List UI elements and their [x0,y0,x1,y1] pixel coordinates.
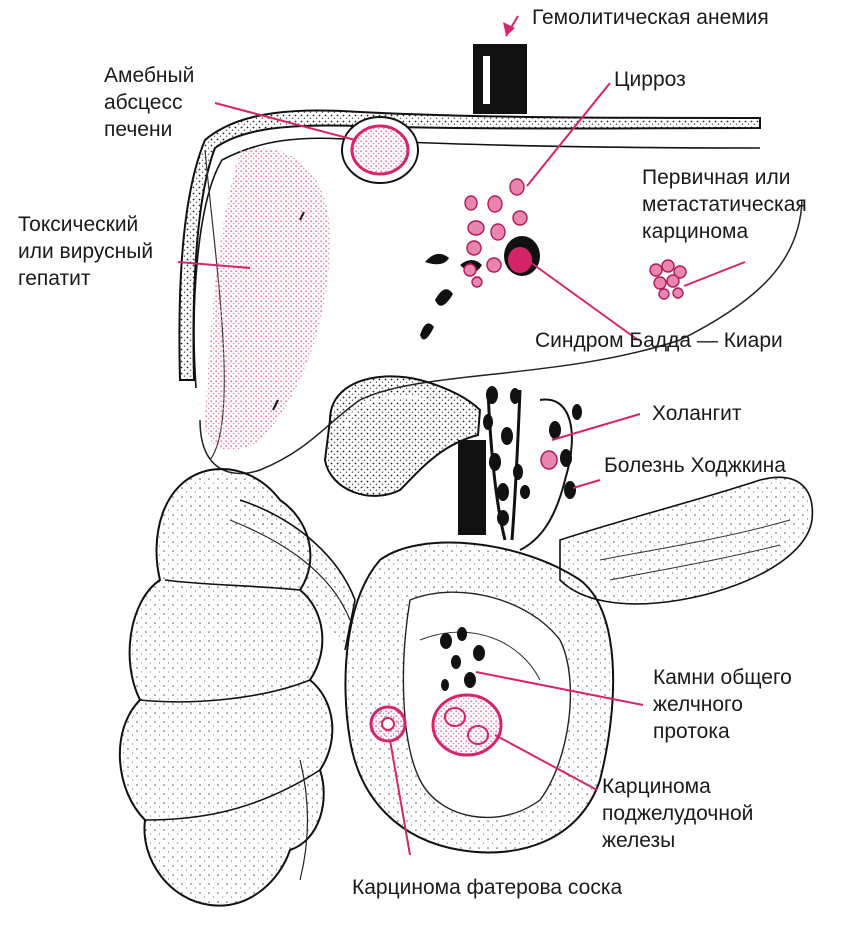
label-line: протока [653,718,792,745]
label-cbd-stones: Камни общего желчного протока [653,664,792,745]
leader-carcinoma [684,262,745,286]
label-primary-carcinoma: Первичная или метастатическая карцинома [642,164,807,245]
label-line: поджелудочной [602,800,753,827]
gallbladder [325,376,480,495]
hepatic-vein [504,236,540,276]
label-line: Камни общего [653,664,792,691]
leader-cirrhosis [527,83,610,186]
label-line: метастатическая [642,191,807,218]
leader-cholangitis [552,414,640,440]
label-line: Холангит [652,400,742,427]
label-line: абсцесс [104,89,194,116]
label-line: Синдром Бадда — Киари [535,327,783,354]
label-line: карцинома [642,218,807,245]
label-line: Карцинома [602,773,753,800]
label-hemolytic-anemia: Гемолитическая анемия [532,4,769,31]
amoebic-abscess [342,117,418,183]
label-cirrhosis: Цирроз [614,66,686,93]
label-budd-chiari: Синдром Бадда — Киари [535,327,783,354]
label-line: Гемолитическая анемия [532,4,769,31]
pancreatic-tumor [433,695,501,755]
colon [120,469,355,906]
label-line: Цирроз [614,66,686,93]
hepatitis-region [205,148,330,450]
label-line: или вирусный [18,238,153,265]
label-hodgkin: Болезнь Ходжкина [604,452,786,479]
pancreas [560,477,812,604]
label-line: Карцинома фатерова соска [352,874,622,901]
vater-tumor [371,707,405,741]
label-line: Болезнь Ходжкина [604,452,786,479]
label-line: Первичная или [642,164,807,191]
label-line: желчного [653,691,792,718]
label-line: печени [104,116,194,143]
label-line: железы [602,827,753,854]
label-cholangitis: Холангит [652,400,742,427]
label-vater-carcinoma: Карцинома фатерова соска [352,874,622,901]
label-toxic-hepatitis: Токсический или вирусный гепатит [18,211,153,292]
carcinoma-nodules [650,260,686,299]
spleen-block [473,44,527,114]
label-pancreatic-carcinoma: Карцинома поджелудочной железы [602,773,753,854]
label-line: Амебный [104,62,194,89]
label-amoebic-abscess: Амебный абсцесс печени [104,62,194,143]
leader-hodgkin [573,480,600,488]
label-line: гепатит [18,265,153,292]
label-line: Токсический [18,211,153,238]
